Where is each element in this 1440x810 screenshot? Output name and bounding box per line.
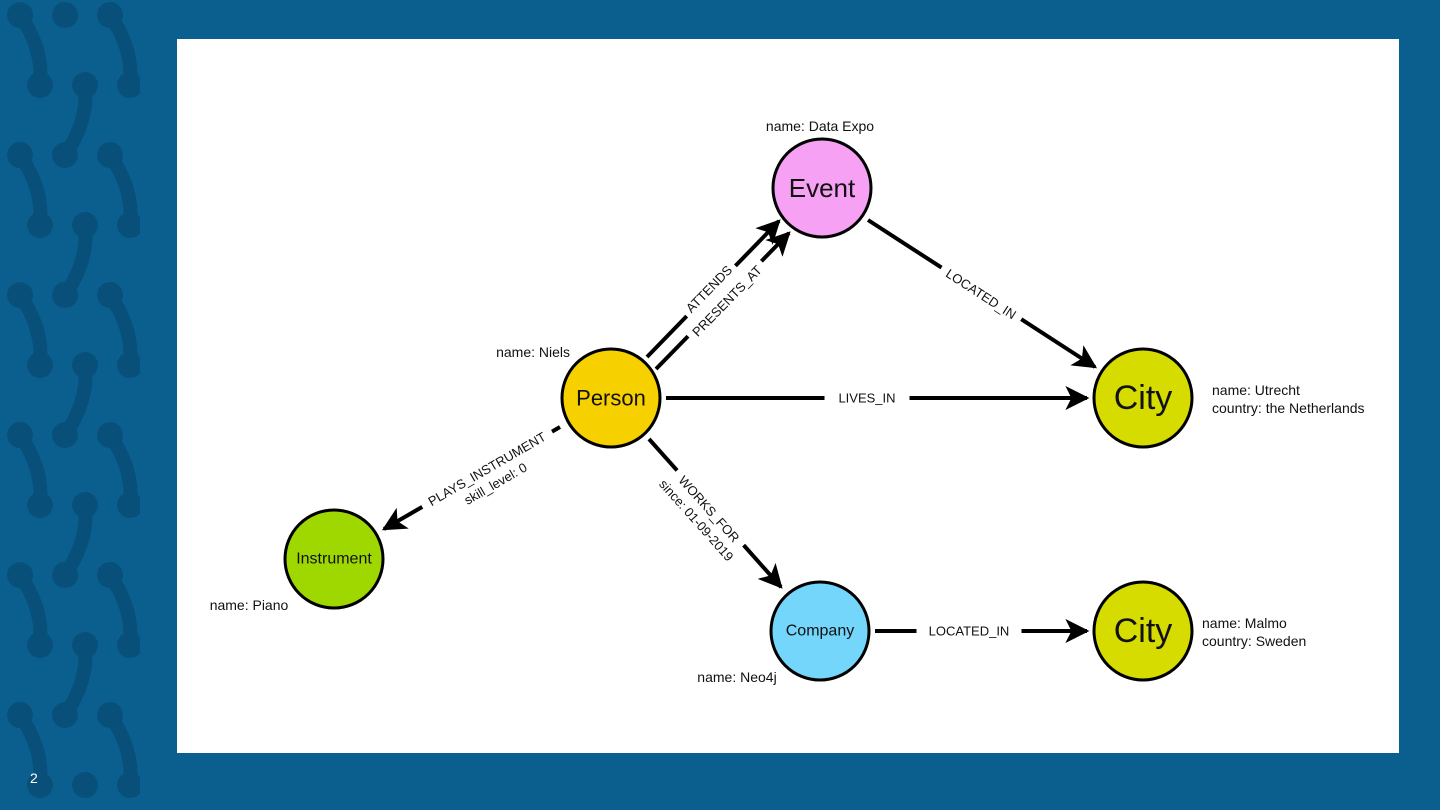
node-label: City [1114, 612, 1173, 650]
node-city2[interactable]: City name: Malmo country: Sweden [1092, 580, 1306, 682]
pattern-dot [27, 352, 53, 378]
pattern-dot [27, 492, 53, 518]
edge-event-located-in[interactable]: LOCATED_IN [866, 218, 1098, 369]
node-circle[interactable] [1092, 580, 1194, 682]
node-company[interactable]: Company name: Neo4j [697, 580, 871, 685]
edge-attends[interactable]: ATTENDS [645, 219, 781, 359]
pattern-dot [72, 772, 98, 798]
slide-number: 2 [30, 770, 38, 786]
node-property: country: the Netherlands [1212, 400, 1365, 416]
node-property: name: Neo4j [697, 669, 776, 685]
node-circle[interactable] [771, 137, 873, 239]
pattern-dot [27, 632, 53, 658]
node-properties: name: Niels [496, 344, 570, 360]
node-circle[interactable] [1092, 347, 1194, 449]
node-label: City [1114, 379, 1173, 417]
node-label: Company [786, 623, 854, 640]
edge-line-segment [645, 314, 689, 359]
pattern-dot [117, 492, 140, 518]
node-properties: name: Malmo country: Sweden [1202, 615, 1306, 649]
pattern-dot [27, 772, 53, 798]
node-property: name: Data Expo [766, 118, 874, 134]
node-properties: name: Neo4j [697, 669, 776, 685]
node-properties: name: Piano [210, 597, 289, 613]
pattern-dot [117, 212, 140, 238]
pattern-dot [117, 72, 140, 98]
node-label: Instrument [296, 551, 372, 568]
node-property: name: Malmo [1202, 615, 1287, 631]
node-city1[interactable]: City name: Utrecht country: the Netherland… [1092, 347, 1365, 449]
node-properties: name: Utrecht country: the Netherlands [1212, 382, 1365, 416]
node-event[interactable]: Event name: Data Expo [766, 118, 874, 239]
background-pattern [7, 2, 140, 798]
edge-arrow-segment [1020, 317, 1098, 369]
edge-label: LIVES_IN [838, 391, 895, 406]
node-label: Person [576, 386, 646, 411]
edge-lives-in[interactable]: LIVES_IN [666, 386, 1090, 410]
edge-label: LOCATED_IN [943, 266, 1019, 322]
pattern-dot [27, 212, 53, 238]
edge-arrow-segment [381, 505, 424, 531]
pattern-dot [52, 142, 78, 168]
pattern-dot [52, 282, 78, 308]
pattern-dot [52, 562, 78, 588]
pattern-dot [117, 352, 140, 378]
pattern-dot [117, 772, 140, 798]
node-instrument[interactable]: Instrument name: Piano [210, 508, 385, 613]
edge-arrow-segment [742, 543, 783, 589]
pattern-dot [52, 422, 78, 448]
edge-arrow-segment [734, 219, 781, 268]
node-circle[interactable] [283, 508, 385, 610]
node-person[interactable]: Person name: Niels [496, 344, 662, 449]
node-property: name: Niels [496, 344, 570, 360]
edge-presents-at[interactable]: PRESENTS_AT [654, 231, 791, 371]
node-properties: name: Data Expo [766, 118, 874, 134]
pattern-dot [117, 632, 140, 658]
edge-arrow-segment [759, 231, 791, 263]
pattern-dot [52, 702, 78, 728]
pattern-dot [52, 2, 78, 28]
node-circle[interactable] [560, 347, 662, 449]
edge-label: LOCATED_IN [929, 624, 1010, 639]
node-property: name: Utrecht [1212, 382, 1300, 398]
node-circle[interactable] [769, 580, 871, 682]
node-property: name: Piano [210, 597, 289, 613]
edge-company-located-in[interactable]: LOCATED_IN [875, 619, 1090, 643]
edge-line-segment [551, 425, 562, 434]
edge-line-segment [866, 218, 943, 270]
pattern-dot [27, 72, 53, 98]
edge-line-segment [654, 334, 690, 371]
node-label: Event [789, 173, 856, 203]
node-property: country: Sweden [1202, 633, 1306, 649]
edge-line-segment [647, 437, 679, 472]
